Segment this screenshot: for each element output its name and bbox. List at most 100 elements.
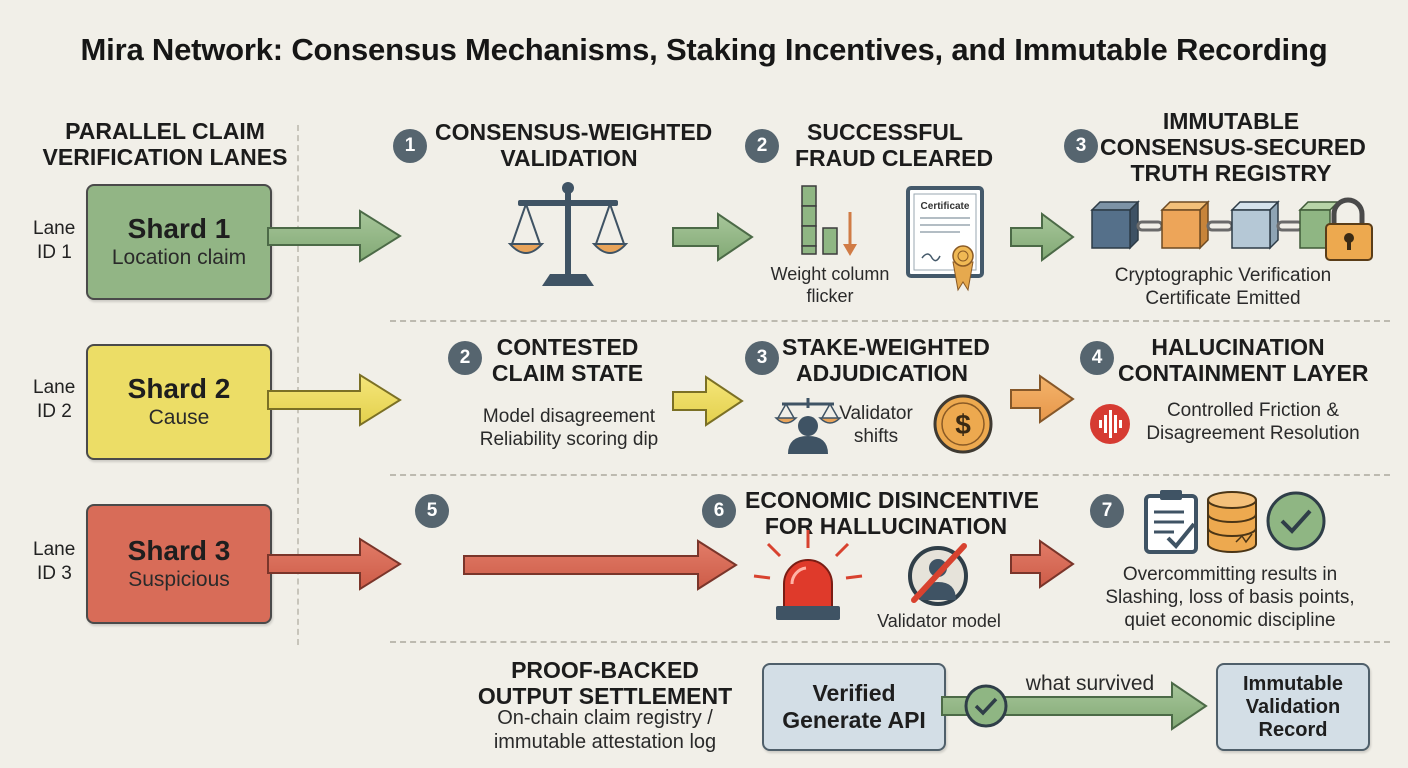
shard-1-title: Shard 1 [127,213,231,244]
step-3b-caption-line-2: shifts [853,426,899,447]
lane-id-2-line-2: ID 2 [37,401,72,422]
weight-column-icon [801,185,857,256]
step-2-to-3-arrow [1010,212,1075,262]
settlement-check-icon [964,684,1008,728]
step-7-caption-line-1: Overcommitting results in [1122,564,1338,585]
lanes-header-line-1: PARALLEL CLAIM [65,118,265,144]
step-3-title-line-1: IMMUTABLE [1162,108,1300,134]
step-3b-badge: 3 [745,341,779,375]
step-4-caption-line-1: Controlled Friction & [1166,400,1340,421]
step-3-caption: Cryptographic Verification Certificate E… [1100,264,1346,310]
step-3-title-line-2: CONSENSUS-SECURED [1100,134,1366,160]
shard-3-title: Shard 3 [127,535,231,566]
step-2b-to-3b-arrow [672,375,744,427]
dollar-coin-icon: $ [933,394,993,454]
step-5-to-6-arrow [463,539,738,591]
step-3b-caption: Validator shifts [838,402,914,448]
settlement-title: PROOF-BACKED OUTPUT SETTLEMENT [470,657,740,709]
shard-2-arrow [267,373,402,427]
step-4-title-line-1: HALUCINATION [1151,334,1325,360]
lanes-header-line-2: VERIFICATION LANES [42,144,288,170]
lane-id-1-line-1: Lane [33,218,76,239]
step-2b-title: CONTESTED CLAIM STATE [485,334,650,386]
lanes-divider [297,125,299,645]
step-7-caption: Overcommitting results in Slashing, loss… [1094,563,1366,632]
shard-3-subtitle: Suspicious [128,568,230,591]
arrow-label-line-1: what survived [1025,672,1155,695]
verified-generate-api-box: Verified Generate API [762,663,946,751]
step-6-to-7-arrow [1010,539,1075,589]
step-3b-title: STAKE-WEIGHTED ADJUDICATION [782,334,990,386]
api-box-line-2: Generate API [782,707,926,733]
dollar-sign: $ [955,409,971,440]
step-5-badge: 5 [415,494,449,528]
step-6-title: ECONOMIC DISINCENTIVE FOR HALLUCINATION [745,487,1039,539]
step-3-title: IMMUTABLE CONSENSUS-SECURED TRUTH REGIST… [1100,108,1366,186]
step-2-title-line-2: FRAUD CLEARED [795,145,994,171]
step-3b-caption-line-1: Validator [839,403,913,424]
diagram-title: Mira Network: Consensus Mechanisms, Stak… [80,32,1328,67]
alarm-siren-icon [753,530,863,620]
step-6-badge: 6 [702,494,736,528]
step-2-caption-line-1: Weight column [770,264,890,284]
settlement-title-line-1: PROOF-BACKED [511,657,699,683]
step-4-caption: Controlled Friction & Disagreement Resol… [1135,399,1371,445]
balance-scale-icon [507,182,629,286]
shard-1-subtitle: Location claim [111,246,247,269]
step-7-badge: 7 [1090,494,1124,528]
shard-1-card: Shard 1 Location claim [86,184,272,300]
row-divider-3 [390,641,1390,643]
step-2-title: SUCCESSFUL FRAUD CLEARED [795,119,994,171]
shard-1-arrow [267,209,402,263]
step-1-title-line-1: CONSENSUS-WEIGHTED [435,119,713,145]
shard-3-card: Shard 3 Suspicious [86,504,272,624]
settlement-subtitle-line-2: immutable attestation log [493,731,717,753]
step-2b-badge: 2 [448,341,482,375]
record-box-line-3: Record [1258,718,1328,741]
settlement-subtitle-line-1: On-chain claim registry / [497,707,713,729]
step-2-badge: 2 [745,129,779,163]
step-6-title-line-1: ECONOMIC DISINCENTIVE [745,487,1039,513]
step-4-badge: 4 [1080,341,1114,375]
sound-wave-icon [1090,404,1130,444]
step-7-caption-line-2: Slashing, loss of basis points, [1105,587,1355,608]
lanes-header: PARALLEL CLAIM VERIFICATION LANES [40,118,290,170]
shard-2-subtitle: Cause [148,406,210,429]
step-1-title-line-2: VALIDATION [500,145,638,171]
step-2b-caption-line-1: Model disagreement [482,406,656,427]
step-4-title: HALUCINATION CONTAINMENT LAYER [1118,334,1368,386]
step-1-to-2-arrow [672,212,754,262]
step-1-badge: 1 [393,129,427,163]
step-2-title-line-1: SUCCESSFUL [807,119,963,145]
record-box-line-2: Validation [1245,695,1341,718]
lane-id-1-line-2: ID 1 [37,242,72,263]
row-divider-2 [390,474,1390,476]
blockchain-lock-icon [1090,197,1373,261]
record-box-line-1: Immutable [1242,672,1344,695]
lane-id-2-line-1: Lane [33,377,76,398]
step-3-caption-line-1: Cryptographic Verification [1114,265,1332,286]
step-2b-caption-line-2: Reliability scoring dip [479,429,659,450]
step-3b-title-line-1: STAKE-WEIGHTED [782,334,990,360]
step-6-caption: Validator model [877,611,1001,631]
check-circle-icon [1266,491,1326,551]
immutable-validation-record-box: Immutable Validation Record [1216,663,1370,751]
shard-2-title: Shard 2 [127,373,231,404]
lane-id-3-line-2: ID 3 [37,563,72,584]
certificate-text: Certificate [921,201,970,212]
step-1-title: CONSENSUS-WEIGHTED VALIDATION [435,119,713,171]
step-6-title-line-2: FOR HALLUCINATION [764,513,1008,539]
step-4-caption-line-2: Disagreement Resolution [1146,423,1360,444]
step-2b-title-line-2: CLAIM STATE [491,360,644,386]
shard-3-arrow [267,537,402,591]
step-2b-title-line-1: CONTESTED [496,334,639,360]
step-3b-title-line-2: ADJUDICATION [795,360,969,386]
clipboard-check-icon [1144,490,1198,554]
step-3b-to-4-arrow [1010,374,1075,424]
lane-id-2: Lane ID 2 [33,376,75,424]
step-3-caption-line-2: Certificate Emitted [1145,288,1301,309]
step-3-title-line-3: TRUTH REGISTRY [1130,160,1332,186]
step-7-caption-line-3: quiet economic discipline [1124,610,1336,631]
